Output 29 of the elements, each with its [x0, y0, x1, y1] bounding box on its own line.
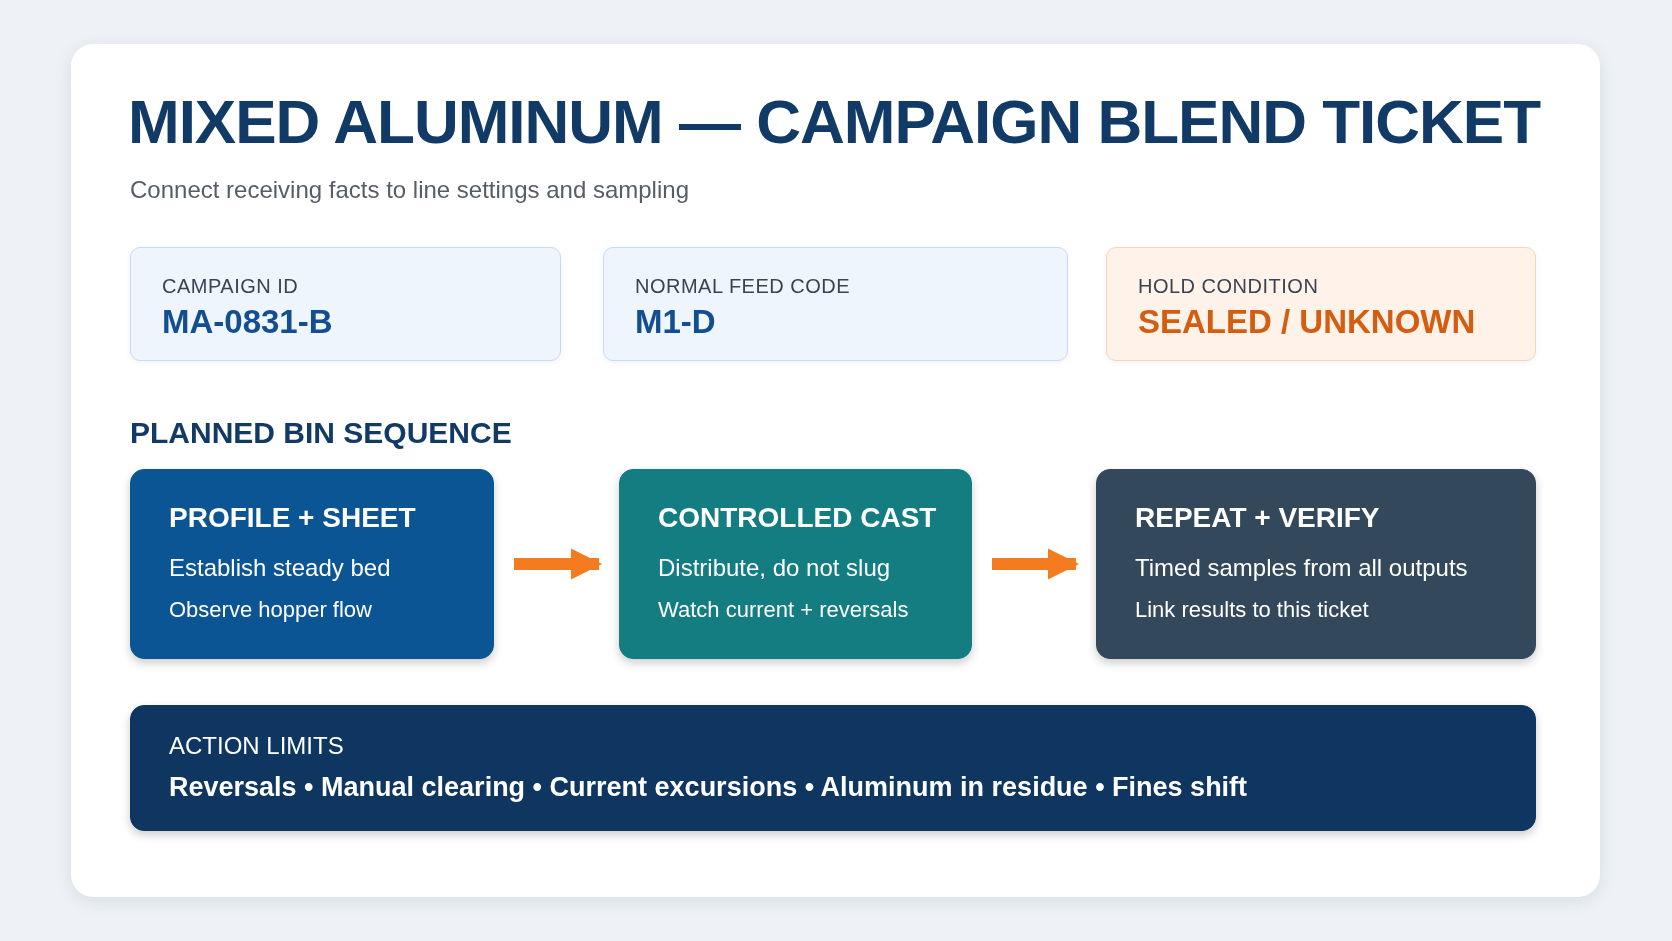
step-card — [1096, 469, 1536, 659]
field-label: CAMPAIGN ID — [162, 275, 299, 298]
field-value: MA-0831-B — [162, 303, 333, 341]
step-card — [619, 469, 972, 659]
section-heading: PLANNED BIN SEQUENCE — [130, 416, 512, 450]
field-label: NORMAL FEED CODE — [635, 275, 851, 298]
step-heading: REPEAT + VERIFY — [1135, 502, 1380, 534]
step-text: Timed samples from all outputs — [1135, 554, 1468, 582]
step-text: Distribute, do not slug — [658, 554, 891, 582]
field-label: HOLD CONDITION — [1138, 275, 1319, 298]
arrow — [514, 548, 603, 580]
alert-card — [1106, 247, 1536, 361]
step-text: Establish steady bed — [169, 554, 391, 582]
banner-heading: ACTION LIMITS — [169, 732, 344, 760]
step-text: Observe hopper flow — [169, 597, 372, 623]
step-heading: PROFILE + SHEET — [169, 502, 416, 534]
step-card — [130, 469, 494, 659]
step-heading: CONTROLLED CAST — [658, 502, 937, 534]
field-value: M1-D — [635, 303, 716, 341]
step-text: Watch current + reversals — [658, 597, 909, 623]
step-text: Link results to this ticket — [1135, 597, 1369, 623]
field-value: SEALED / UNKNOWN — [1138, 303, 1476, 341]
info-card — [603, 247, 1068, 361]
arrow — [992, 548, 1080, 580]
title: MIXED ALUMINUM — CAMPAIGN BLEND TICKET — [128, 86, 1541, 157]
limit-list: Reversals • Manual clearing • Current excursions • Aluminum in residue • Fines shift — [169, 772, 1248, 803]
subtitle: Connect receiving facts to line settings and sampling — [130, 176, 689, 204]
info-card — [130, 247, 561, 361]
limits-banner — [130, 705, 1536, 831]
